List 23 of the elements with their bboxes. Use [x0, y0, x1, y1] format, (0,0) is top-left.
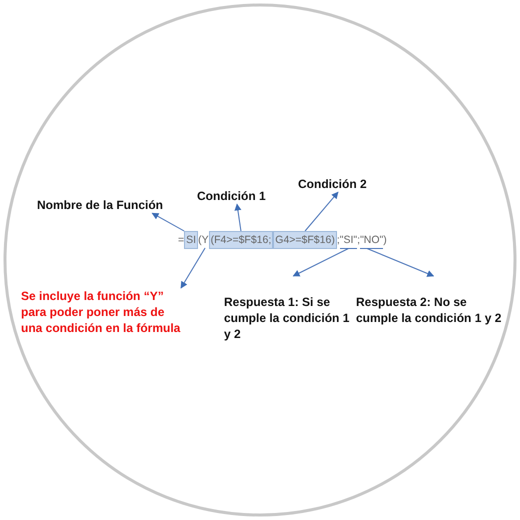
arrow	[234, 204, 242, 232]
callout-text: Nombre de la Función	[37, 197, 165, 214]
formula-text: Y	[202, 232, 209, 248]
formula-text: =	[178, 233, 184, 248]
arrow	[366, 248, 434, 277]
callout-text: Condición 1	[197, 188, 277, 204]
callout-text: Respuesta 2: No se cumple la condición 1 y 2	[356, 276, 511, 326]
underlined-formula-part: "SI"	[340, 232, 358, 248]
arrow	[180, 248, 206, 289]
callout-text: Respuesta 1: Si se cumple la condición 1 y 2	[224, 276, 350, 343]
highlighted-formula-part: (F4>=$F$16;	[208, 231, 274, 249]
formula-text: ;	[336, 233, 340, 248]
note-text: Se incluye la función “Y” para poder poner más de una condición en la fórmula	[21, 288, 181, 337]
formula-text: )	[383, 233, 387, 248]
arrow	[152, 212, 185, 232]
callout-text: Condición 2	[298, 176, 378, 192]
arrow	[304, 192, 338, 232]
formula-text: ;	[357, 233, 360, 248]
highlighted-formula-part: G4>=$F$16)	[273, 231, 337, 249]
highlighted-formula-part: SI	[184, 231, 198, 249]
underlined-formula-part: "NO"	[360, 232, 384, 248]
arrow	[292, 248, 349, 276]
formula-text: (	[198, 233, 202, 248]
